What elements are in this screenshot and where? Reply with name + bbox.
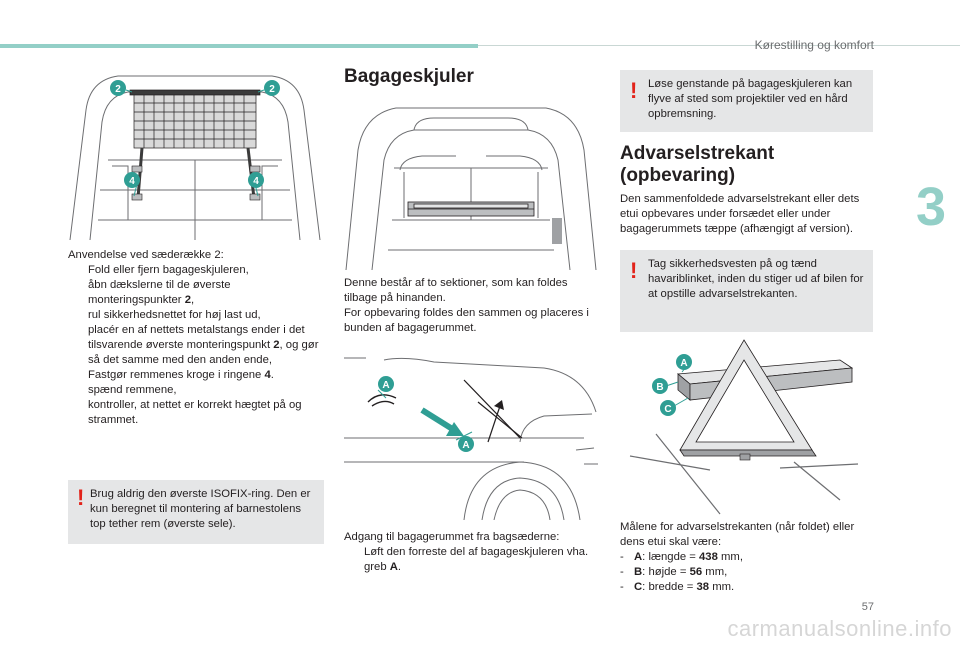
- storage-text: For opbevaring foldes den sammen og plac…: [344, 307, 589, 334]
- header-accent-bar: [0, 44, 478, 48]
- watermark: carmanualsonline.info: [727, 616, 952, 641]
- list-item: Fold eller fjern bagageskjuleren,: [88, 264, 249, 276]
- heading-bagageskjuler: Bagageskjuler: [344, 66, 474, 87]
- list-item: Løft den forreste del af bagageskjuleren…: [364, 546, 589, 573]
- access-intro: Adgang til bagagerummet fra bagsæderne:: [344, 531, 560, 543]
- warning-triangle-description: Den sammenfoldede advarselstrekant eller…: [620, 192, 878, 237]
- warning-icon: !: [77, 485, 85, 510]
- callout-2-left: 2: [115, 84, 121, 95]
- callout-4-right: 4: [253, 176, 259, 187]
- list-item: spænd remmene,: [88, 384, 177, 396]
- heading-advarselstrekant: Advarselstrekant (opbevaring): [620, 143, 775, 186]
- cargo-net-figure: 2 2 4 4: [68, 70, 322, 240]
- warning-icon: !: [630, 258, 638, 283]
- warning-text: Brug aldrig den øverste ISOFIX-ring. Den…: [90, 488, 311, 530]
- callout-a-lift: A: [462, 440, 469, 451]
- callout-a-length: A: [680, 358, 687, 369]
- description-text: Den sammenfoldede advarselstrekant eller…: [620, 193, 860, 235]
- list-item: -B: højde = 56 mm,: [620, 566, 728, 578]
- luggage-cover-figure: [344, 100, 598, 270]
- callout-2-right: 2: [269, 84, 275, 95]
- page-number: 57: [861, 601, 874, 613]
- intro-text: Anvendelse ved sæderække 2:: [68, 249, 224, 261]
- list-item: placér en af nettets metalstangs ender i…: [88, 324, 319, 366]
- chapter-number: 3: [915, 177, 946, 237]
- triangle-dimensions: Målene for advarselstrekanten (når folde…: [620, 520, 878, 595]
- warning-triangle-figure: A B C: [620, 338, 874, 518]
- list-item: kontroller, at nettet er korrekt hægtet …: [88, 399, 302, 426]
- callout-4-left: 4: [129, 176, 135, 187]
- rear-seat-access-text: Adgang til bagagerummet fra bagsæderne: …: [344, 530, 600, 575]
- list-item: åbn dækslerne til de øverste monteringsp…: [88, 279, 231, 306]
- cargo-net-instructions: Anvendelse ved sæderække 2: Fold eller f…: [68, 248, 324, 428]
- callout-a-handle: A: [382, 380, 389, 391]
- callout-b-height: B: [656, 382, 663, 393]
- dimensions-intro: Målene for advarselstrekanten (når folde…: [620, 521, 855, 548]
- warning-text: Tag sikkerhedsvesten på og tænd havaribl…: [648, 258, 864, 300]
- loose-objects-warning-box: ! Løse genstande på bagageskjuleren kan …: [620, 70, 873, 132]
- description-text: Denne består af to sektioner, som kan fo…: [344, 277, 568, 304]
- header-rule: [478, 45, 960, 46]
- callout-c-width: C: [664, 404, 671, 415]
- warning-icon: !: [630, 78, 638, 103]
- isofix-warning-box: ! Brug aldrig den øverste ISOFIX-ring. D…: [68, 480, 324, 544]
- list-item: Fastgør remmenes kroge i ringene 4.: [88, 369, 274, 381]
- list-item: -A: længde = 438 mm,: [620, 551, 743, 563]
- list-item: -C: bredde = 38 mm.: [620, 581, 735, 593]
- list-item: rul sikkerhedsnettet for høj last ud,: [88, 309, 261, 321]
- warning-text: Løse genstande på bagageskjuleren kan fl…: [648, 78, 853, 120]
- safety-vest-warning-box: ! Tag sikkerhedsvesten på og tænd havari…: [620, 250, 873, 332]
- rear-seat-access-figure: A A: [344, 352, 598, 520]
- section-title: Kørestilling og komfort: [754, 38, 874, 52]
- luggage-cover-description: Denne består af to sektioner, som kan fo…: [344, 276, 600, 336]
